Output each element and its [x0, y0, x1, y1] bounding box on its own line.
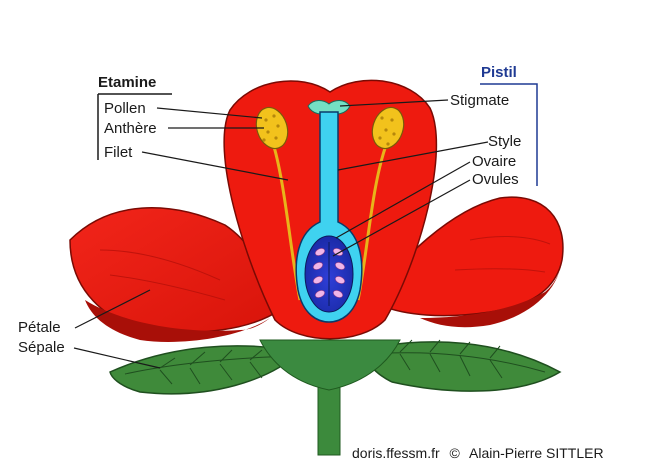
- credit-author: Alain-Pierre SITTLER: [469, 445, 604, 461]
- sepal-right: [358, 341, 562, 392]
- petal-left-shadow: [85, 300, 270, 342]
- pistil-bracket: [480, 83, 538, 186]
- copyright-symbol: ©: [449, 445, 460, 461]
- pollen-grains: [262, 114, 396, 146]
- credit-site: doris.ffessm.fr: [352, 445, 440, 461]
- receptacle: [259, 339, 401, 391]
- stamen-heading: Etamine: [98, 74, 157, 91]
- pistil-heading: Pistil: [481, 64, 517, 81]
- label-filament: Filet: [104, 144, 133, 161]
- petal-veins: [99, 236, 551, 301]
- label-ovules: Ovules: [472, 171, 519, 188]
- stem: [317, 379, 341, 456]
- stamen-bracket: [97, 93, 172, 160]
- petal-right-shadow: [420, 258, 562, 328]
- label-style: Style: [488, 133, 522, 150]
- label-petal: Pétale: [18, 319, 61, 336]
- leader-lines: [73, 99, 489, 369]
- sepal-veins: [124, 339, 546, 385]
- label-sepal: Sépale: [18, 339, 65, 356]
- credit-line: doris.ffessm.fr © Alain-Pierre SITTLER: [352, 446, 604, 460]
- label-ovary: Ovaire: [472, 153, 517, 170]
- ovules: [312, 248, 346, 298]
- label-stigma: Stigmate: [450, 92, 510, 109]
- label-pollen: Pollen: [104, 100, 146, 117]
- anther-left: [255, 106, 289, 150]
- petal-right: [368, 196, 564, 317]
- label-anther: Anthère: [104, 120, 157, 137]
